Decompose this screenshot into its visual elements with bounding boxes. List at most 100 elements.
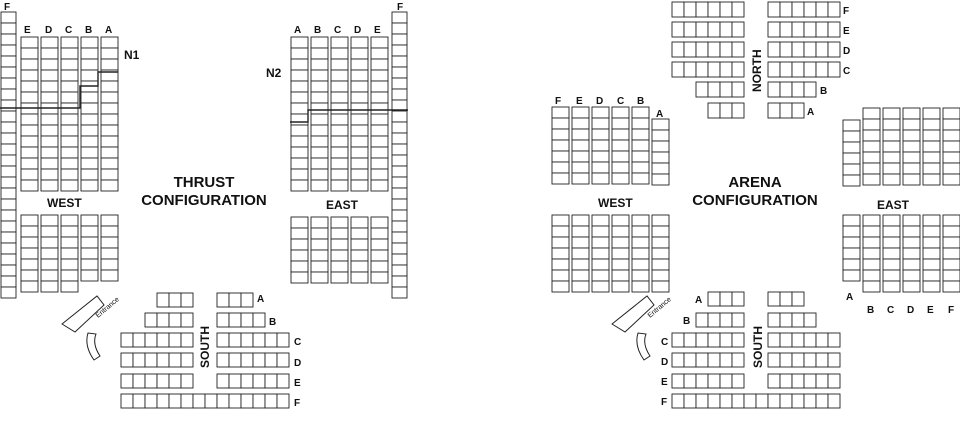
seat-north-b[interactable] bbox=[803, 81, 817, 98]
seat-east-b[interactable] bbox=[862, 129, 881, 142]
seat-south-c[interactable] bbox=[719, 332, 733, 348]
seat-east-f[interactable] bbox=[942, 269, 960, 282]
seat-south-e[interactable] bbox=[144, 373, 158, 389]
seat-west-d[interactable] bbox=[591, 269, 610, 282]
seat-west-b[interactable] bbox=[631, 247, 650, 260]
seat-east-e[interactable] bbox=[922, 258, 941, 271]
seat-west-d[interactable] bbox=[591, 128, 610, 141]
seat-west-c[interactable] bbox=[611, 161, 630, 174]
seat-east-e[interactable] bbox=[370, 124, 389, 137]
seat-east-f[interactable] bbox=[391, 132, 408, 145]
seat-west-e[interactable] bbox=[20, 258, 39, 271]
seat-east-b[interactable] bbox=[862, 225, 881, 238]
seat-west-b[interactable] bbox=[80, 135, 99, 148]
seat-west-f[interactable] bbox=[0, 275, 17, 288]
seat-south-a[interactable] bbox=[228, 292, 242, 308]
seat-east-f[interactable] bbox=[942, 140, 960, 153]
seat-east-e[interactable] bbox=[370, 102, 389, 115]
seat-west-e[interactable] bbox=[571, 150, 590, 163]
seat-west-e[interactable] bbox=[20, 113, 39, 126]
seat-north-d[interactable] bbox=[767, 41, 781, 58]
seat-north-f[interactable] bbox=[803, 1, 817, 18]
seat-south-a[interactable] bbox=[156, 292, 170, 308]
seat-east-b[interactable] bbox=[862, 118, 881, 131]
seat-west-a[interactable] bbox=[651, 214, 670, 227]
seat-west-a[interactable] bbox=[651, 247, 670, 260]
seat-west-d[interactable] bbox=[40, 135, 59, 148]
seat-east-b[interactable] bbox=[310, 146, 329, 159]
seat-west-a[interactable] bbox=[651, 173, 670, 186]
seat-south-a[interactable] bbox=[168, 292, 182, 308]
seat-south-f[interactable] bbox=[719, 393, 733, 409]
seat-east-a[interactable] bbox=[290, 91, 309, 104]
seat-east-c[interactable] bbox=[882, 247, 901, 260]
seat-west-e[interactable] bbox=[20, 124, 39, 137]
seat-south-f[interactable] bbox=[683, 393, 697, 409]
seat-east-b[interactable] bbox=[862, 162, 881, 175]
seat-east-e[interactable] bbox=[922, 107, 941, 120]
seat-north-a[interactable] bbox=[719, 102, 733, 119]
seat-south-c[interactable] bbox=[180, 332, 194, 348]
seat-west-e[interactable] bbox=[20, 247, 39, 260]
seat-west-f[interactable] bbox=[0, 198, 17, 211]
seat-west-a[interactable] bbox=[100, 179, 119, 192]
seat-south-c[interactable] bbox=[671, 332, 685, 348]
seat-west-b[interactable] bbox=[631, 269, 650, 282]
seat-north-c[interactable] bbox=[695, 61, 709, 78]
seat-south-e[interactable] bbox=[264, 373, 278, 389]
seat-west-c[interactable] bbox=[611, 247, 630, 260]
seat-east-f[interactable] bbox=[391, 231, 408, 244]
seat-east-e[interactable] bbox=[370, 58, 389, 71]
seat-south-b[interactable] bbox=[779, 312, 793, 328]
seat-west-d[interactable] bbox=[591, 236, 610, 249]
seat-south-f[interactable] bbox=[779, 393, 793, 409]
seat-west-c[interactable] bbox=[60, 247, 79, 260]
seat-south-b[interactable] bbox=[216, 312, 230, 328]
seat-east-f[interactable] bbox=[942, 151, 960, 164]
seat-east-e[interactable] bbox=[922, 173, 941, 186]
seat-west-a[interactable] bbox=[100, 102, 119, 115]
seat-east-f[interactable] bbox=[391, 44, 408, 57]
seat-west-c[interactable] bbox=[60, 113, 79, 126]
seat-east-a[interactable] bbox=[842, 214, 861, 227]
seat-west-a[interactable] bbox=[651, 118, 670, 131]
seat-west-a[interactable] bbox=[100, 124, 119, 137]
seat-north-b[interactable] bbox=[707, 81, 721, 98]
seat-east-f[interactable] bbox=[391, 143, 408, 156]
seat-west-c[interactable] bbox=[611, 225, 630, 238]
seat-south-f[interactable] bbox=[815, 393, 829, 409]
seat-north-f[interactable] bbox=[827, 1, 841, 18]
seat-west-c[interactable] bbox=[60, 69, 79, 82]
seat-west-d[interactable] bbox=[40, 113, 59, 126]
seat-south-f[interactable] bbox=[731, 393, 745, 409]
seat-west-c[interactable] bbox=[60, 269, 79, 282]
seat-east-d[interactable] bbox=[902, 280, 921, 293]
seat-west-f[interactable] bbox=[551, 214, 570, 227]
seat-east-d[interactable] bbox=[350, 135, 369, 148]
seat-north-f[interactable] bbox=[791, 1, 805, 18]
seat-west-c[interactable] bbox=[60, 225, 79, 238]
seat-north-b[interactable] bbox=[791, 81, 805, 98]
seat-south-c[interactable] bbox=[240, 332, 254, 348]
seat-west-d[interactable] bbox=[40, 36, 59, 49]
seat-east-f[interactable] bbox=[391, 33, 408, 46]
seat-north-d[interactable] bbox=[815, 41, 829, 58]
seat-south-c[interactable] bbox=[707, 332, 721, 348]
seat-north-e[interactable] bbox=[683, 21, 697, 38]
seat-west-f[interactable] bbox=[0, 176, 17, 189]
seat-east-a[interactable] bbox=[290, 271, 309, 284]
seat-south-d[interactable] bbox=[252, 352, 266, 368]
seat-west-d[interactable] bbox=[591, 106, 610, 119]
seat-west-b[interactable] bbox=[80, 179, 99, 192]
seat-north-b[interactable] bbox=[695, 81, 709, 98]
seat-north-c[interactable] bbox=[707, 61, 721, 78]
seat-east-d[interactable] bbox=[902, 258, 921, 271]
seat-west-b[interactable] bbox=[80, 157, 99, 170]
seat-south-e[interactable] bbox=[228, 373, 242, 389]
seat-west-d[interactable] bbox=[40, 269, 59, 282]
seat-south-c[interactable] bbox=[120, 332, 134, 348]
seat-west-e[interactable] bbox=[571, 128, 590, 141]
seat-south-f[interactable] bbox=[144, 393, 158, 409]
seat-west-d[interactable] bbox=[40, 280, 59, 293]
seat-north-b[interactable] bbox=[719, 81, 733, 98]
